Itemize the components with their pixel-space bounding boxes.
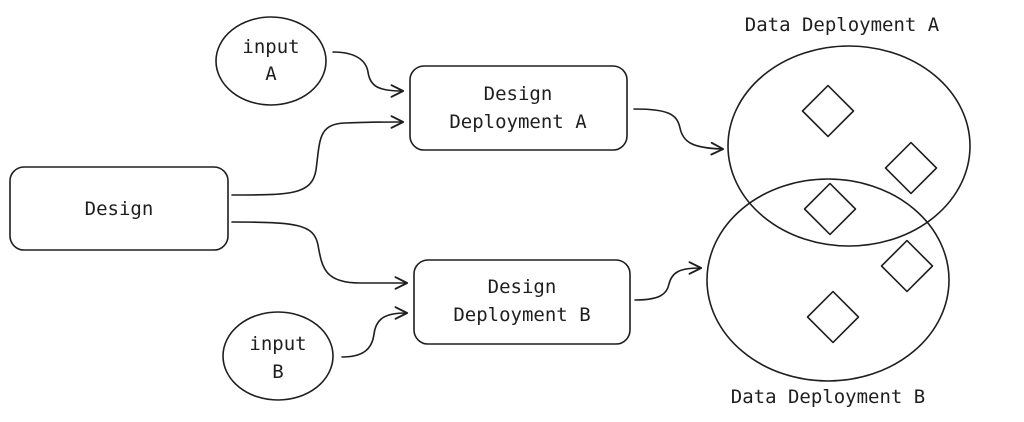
data-deployment-b-item bbox=[880, 239, 934, 293]
design-deployment-b-label-line2: Deployment B bbox=[453, 304, 590, 326]
arrow-design-deployment-a-to-data-deployment-a bbox=[633, 108, 725, 156]
input-a-circle bbox=[215, 16, 327, 106]
input-a-node: input A bbox=[215, 16, 327, 106]
data-deployment-a-item bbox=[884, 141, 938, 195]
arrow-design-deployment-b-to-data-deployment-b bbox=[634, 261, 703, 301]
data-deployment-b-label: Data Deployment B bbox=[731, 386, 925, 408]
data-deployment-a-node bbox=[727, 45, 971, 247]
arrow-design-to-design-deployment-a bbox=[231, 115, 405, 196]
design-deployment-a-node: Design Deployment A bbox=[409, 65, 628, 151]
input-a-label-line1: input bbox=[242, 36, 299, 58]
design-deployment-b-box bbox=[413, 259, 631, 345]
data-deployment-b-ellipse bbox=[706, 178, 950, 382]
design-deployment-b-node: Design Deployment B bbox=[413, 259, 631, 345]
design-label: Design bbox=[85, 198, 154, 220]
design-deployment-a-label-line2: Deployment A bbox=[449, 111, 587, 133]
input-b-node: input B bbox=[222, 311, 334, 401]
design-deployment-a-label-line1: Design bbox=[484, 83, 553, 105]
data-deployment-a-ellipse bbox=[727, 45, 971, 247]
input-b-label-line2: B bbox=[272, 361, 283, 383]
data-deployment-b-node bbox=[706, 178, 950, 382]
arrow-input-a-to-design-deployment-a bbox=[332, 51, 405, 98]
data-deployment-a-label: Data Deployment A bbox=[745, 14, 940, 36]
design-deployment-b-label-line1: Design bbox=[488, 276, 557, 298]
input-b-label-line1: input bbox=[249, 333, 306, 355]
design-node: Design bbox=[9, 166, 229, 251]
design-deployment-a-box bbox=[409, 65, 628, 151]
arrow-input-b-to-design-deployment-b bbox=[341, 306, 409, 358]
input-a-label-line2: A bbox=[265, 63, 277, 85]
arrow-design-to-design-deployment-b bbox=[231, 221, 409, 290]
design-box bbox=[9, 166, 229, 251]
data-deployment-a-item bbox=[803, 182, 857, 236]
data-deployment-b-item bbox=[806, 290, 860, 344]
data-deployment-a-item bbox=[801, 84, 855, 138]
input-b-circle bbox=[222, 311, 334, 401]
